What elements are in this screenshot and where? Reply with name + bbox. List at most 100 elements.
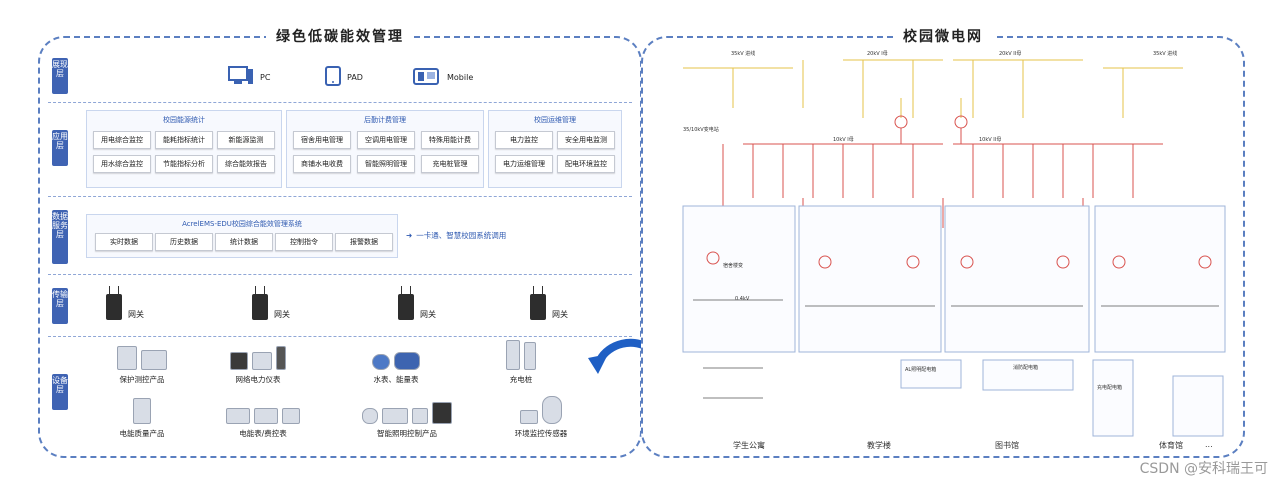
app-button[interactable]: 智能照明管理 (357, 155, 415, 173)
ellipsis: ... (1205, 440, 1213, 449)
building-label: 学生公寓 (733, 441, 765, 450)
power-meter-icon (230, 352, 248, 370)
app-button[interactable]: 安全用电监测 (557, 131, 615, 149)
campus-ops-group: 校园运维管理 电力监控 安全用电监测 电力运维管理 配电环境监控 (488, 110, 622, 188)
device-product: 电能表/费控表 (208, 400, 318, 439)
pc-icon (228, 66, 254, 88)
data-button[interactable]: 实时数据 (95, 233, 153, 251)
lighting-sensor-icon (362, 408, 378, 424)
protection-relay-icon (117, 346, 137, 370)
power-meter-icon (252, 352, 272, 370)
campus-microgrid-panel: 校园微电网 35kV 进线 20kV I母 20kV II母 (641, 26, 1245, 458)
device-product: 智能照明控制产品 (342, 400, 472, 439)
pc-device: PC (228, 66, 270, 88)
product-label: 电能质量产品 (119, 429, 165, 438)
pad-device: PAD (325, 66, 363, 88)
app-button[interactable]: 用电综合监控 (93, 131, 151, 149)
gateway-icon (530, 286, 546, 320)
app-button[interactable]: 空调用电管理 (357, 131, 415, 149)
app-button[interactable]: 电力运维管理 (495, 155, 553, 173)
app-button[interactable]: 节能指标分析 (155, 155, 213, 173)
product-label: 保护测控产品 (119, 375, 165, 384)
acrel-system-group: AcrelEMS-EDU校园综合能效管理系统 实时数据 历史数据 统计数据 控制… (86, 214, 398, 258)
mid-label: 10kV II母 (979, 137, 1002, 143)
app-button[interactable]: 宿舍用电管理 (293, 131, 351, 149)
lighting-module-icon (412, 408, 428, 424)
device-product: 充电桩 (476, 340, 566, 385)
building-label: 教学楼 (867, 441, 891, 450)
top-label: 35kV 进线 (731, 51, 756, 57)
gateway: 网关 (398, 286, 436, 320)
device-layer: 设备层 保护测控产品 网络电力仪表 水表、能量表 充电桩 电能质量产品 电能表/… (48, 338, 632, 450)
pad-label: PAD (347, 72, 363, 82)
product-label: 水表、能量表 (373, 375, 419, 384)
top-label: 20kV I母 (867, 51, 888, 57)
data-service-layer: 数据服务层 AcrelEMS-EDU校园综合能效管理系统 实时数据 历史数据 统… (48, 198, 632, 275)
transport-layer-tag: 传输层 (52, 288, 68, 324)
campus-energy-stats-group: 校园能源统计 用电综合监控 能耗指标统计 新能源监测 用水综合监控 节能指标分析… (86, 110, 282, 188)
right-arrow-icon: ➜ (406, 231, 413, 240)
gateway-label: 网关 (552, 310, 568, 319)
arrow-note: ➜ 一卡通、智慧校园系统调用 (406, 230, 506, 241)
app-button[interactable]: 能耗指标统计 (155, 131, 213, 149)
charging-pile-icon (524, 342, 536, 370)
device-layer-tag: 设备层 (52, 374, 68, 410)
group-title: 校园运维管理 (534, 116, 576, 124)
app-button[interactable]: 新能源监测 (217, 131, 275, 149)
power-quality-icon (133, 398, 151, 424)
gateway-icon (252, 286, 268, 320)
camera-icon (542, 396, 562, 424)
energy-meter-icon (226, 408, 250, 424)
data-button[interactable]: 报警数据 (335, 233, 393, 251)
data-button[interactable]: 历史数据 (155, 233, 213, 251)
energy-meter-icon (282, 408, 300, 424)
transport-layer: 传输层 网关 网关 网关 网关 (48, 276, 632, 337)
gateway-label: 网关 (274, 310, 290, 319)
energy-management-panel: 绿色低碳能效管理 展现层 PC PAD Mobile 应用层 校园能源统计 用电… (38, 26, 642, 458)
device-product: 电能质量产品 (92, 398, 192, 439)
app-button[interactable]: 配电环境监控 (557, 155, 615, 173)
app-button[interactable]: 用水综合监控 (93, 155, 151, 173)
display-layer-tag: 展现层 (52, 58, 68, 94)
gateway: 网关 (106, 286, 144, 320)
data-button[interactable]: 统计数据 (215, 233, 273, 251)
product-label: 电能表/费控表 (239, 429, 287, 438)
application-layer: 应用层 校园能源统计 用电综合监控 能耗指标统计 新能源监测 用水综合监控 节能… (48, 104, 632, 197)
group-title: 后勤计费管理 (364, 116, 406, 124)
mid-label: 10kV I母 (833, 137, 854, 143)
top-label: 35kV 进线 (1153, 51, 1178, 57)
energy-meter-icon (394, 352, 420, 370)
antenna-icon (276, 346, 286, 370)
app-button[interactable]: 特殊用能计费 (421, 131, 479, 149)
app-button[interactable]: 充电桩管理 (421, 155, 479, 173)
system-title: AcrelEMS-EDU校园综合能效管理系统 (182, 220, 302, 228)
substation-label: 宿舍楼变 (723, 263, 744, 269)
product-label: 充电桩 (509, 375, 533, 384)
product-label: 智能照明控制产品 (377, 429, 437, 438)
energy-meter-icon (254, 408, 278, 424)
logistics-billing-group: 后勤计费管理 宿舍用电管理 空调用电管理 特殊用能计费 商铺水电收费 智能照明管… (286, 110, 484, 188)
data-service-layer-tag: 数据服务层 (52, 210, 68, 264)
device-product: 网络电力仪表 (208, 346, 308, 385)
building-subtitle: 消防配电箱 (1013, 365, 1039, 371)
left-panel-title: 绿色低碳能效管理 (266, 26, 414, 46)
gateway: 网关 (530, 286, 568, 320)
data-button[interactable]: 控制指令 (275, 233, 333, 251)
right-panel-title: 校园微电网 (893, 26, 993, 46)
protection-relay-icon (141, 350, 167, 370)
display-layer: 展现层 PC PAD Mobile (48, 52, 632, 103)
control-panel-icon (432, 402, 452, 424)
mid-label: 35/10kV变电站 (683, 127, 719, 133)
application-layer-tag: 应用层 (52, 130, 68, 166)
mobile-icon (413, 66, 441, 88)
app-button[interactable]: 商铺水电收费 (293, 155, 351, 173)
device-product: 环境监控传感器 (486, 396, 596, 439)
lighting-module-icon (382, 408, 408, 424)
pad-icon (325, 66, 341, 88)
app-button[interactable]: 综合能效报告 (217, 155, 275, 173)
pc-label: PC (260, 72, 271, 82)
water-meter-icon (372, 354, 390, 370)
app-button[interactable]: 电力监控 (495, 131, 553, 149)
building-label: 图书馆 (995, 441, 1019, 450)
temperature-sensor-icon (520, 410, 538, 424)
